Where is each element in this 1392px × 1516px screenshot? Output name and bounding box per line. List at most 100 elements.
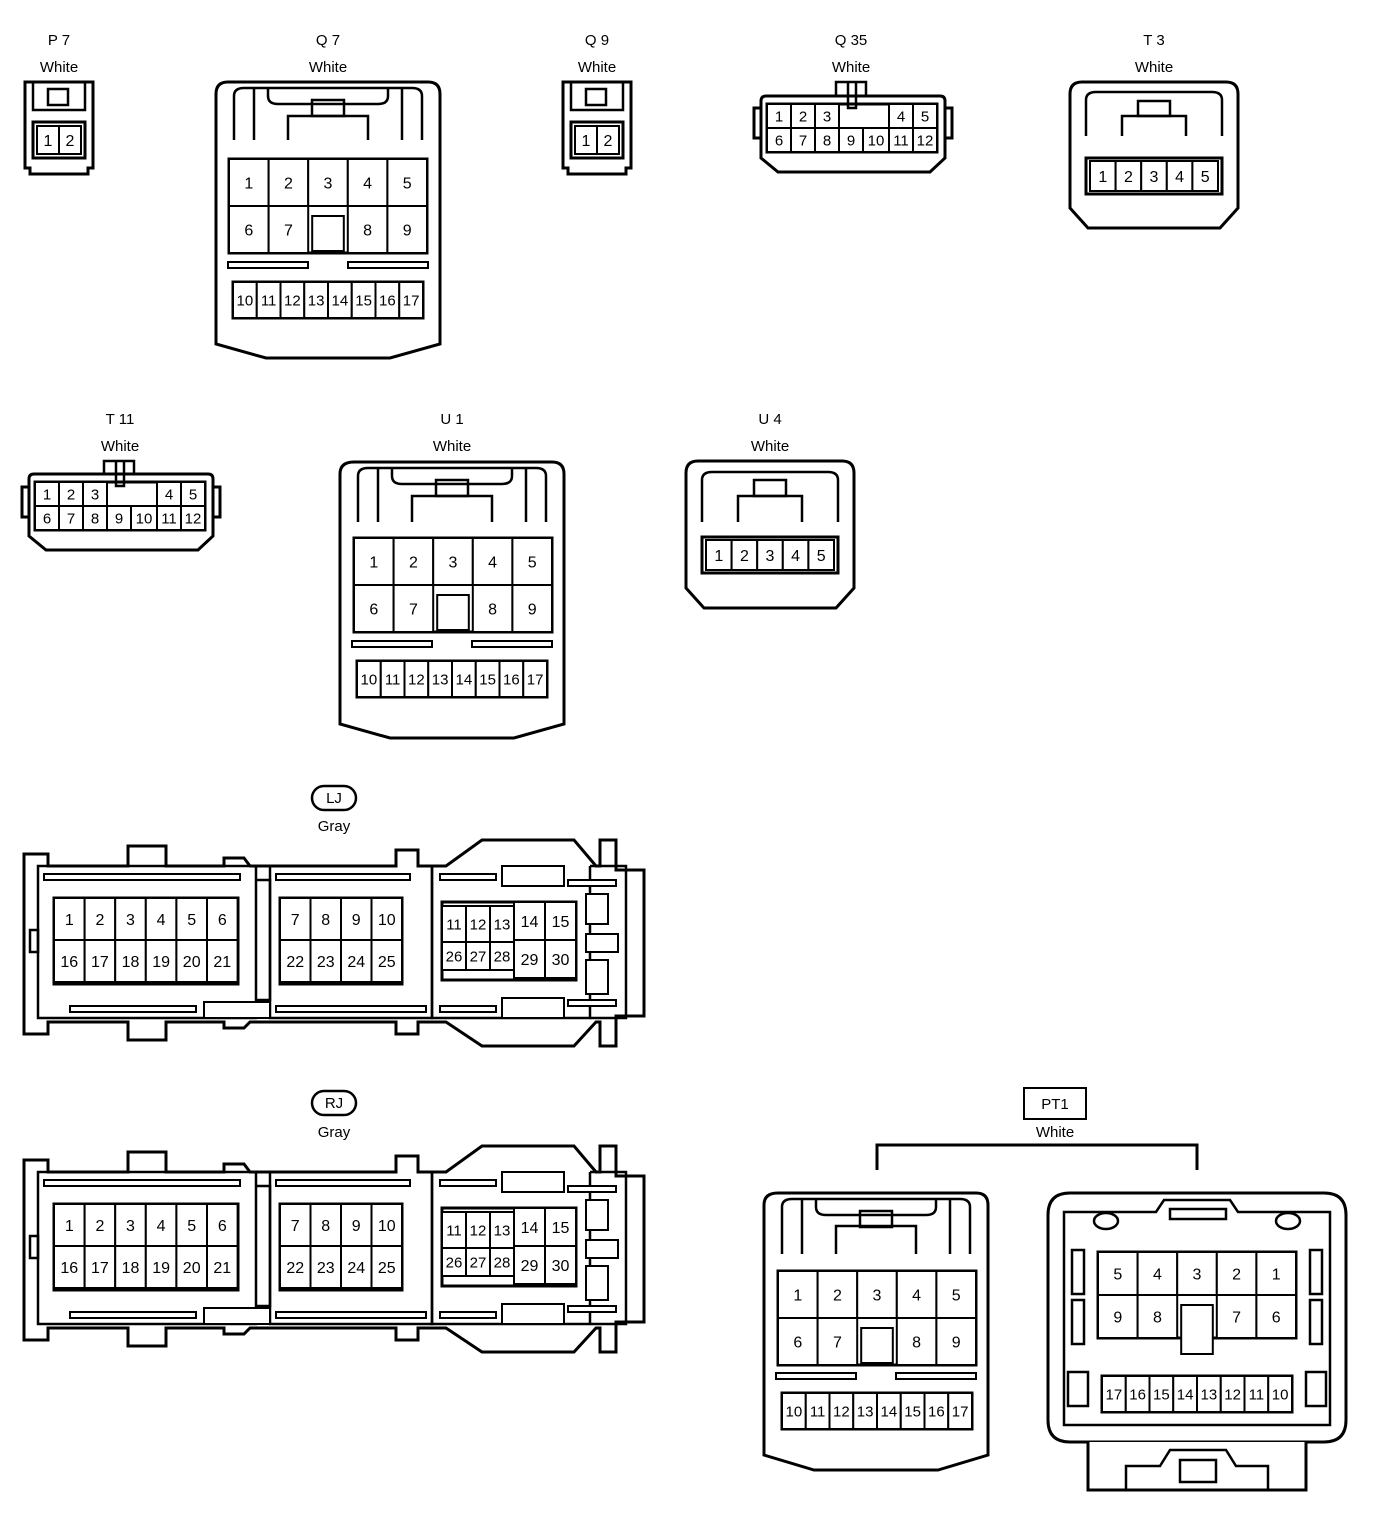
- pin-number: 25: [378, 1260, 396, 1277]
- pin-cavity: [386, 205, 428, 254]
- pin-number: 5: [189, 486, 197, 503]
- pin-number: 13: [857, 1403, 874, 1420]
- pin-cavity: [370, 1245, 403, 1289]
- pin-cavity: [53, 939, 86, 983]
- pin-number: 4: [1153, 1266, 1162, 1283]
- pin-cavity: [114, 1203, 147, 1247]
- pin-number: 3: [1193, 1266, 1202, 1283]
- pin-cavity: [370, 1203, 403, 1247]
- pin-number: 2: [95, 1218, 104, 1235]
- pin-number: 2: [284, 175, 293, 192]
- pin-number: 9: [352, 912, 361, 929]
- key-slot: [860, 1327, 894, 1364]
- connector-label-pill: [310, 784, 358, 812]
- pin-number: 6: [244, 222, 253, 239]
- pin-number: 24: [347, 1260, 365, 1277]
- pin-cavity: [353, 537, 395, 586]
- pin-number: 12: [408, 671, 425, 688]
- pin-number: 14: [521, 914, 539, 931]
- pin-cavity: [441, 941, 467, 971]
- pin-cavity: [814, 127, 840, 153]
- pin-number: 5: [1113, 1266, 1122, 1283]
- pin-number: 17: [527, 671, 544, 688]
- pair-bracket: [875, 1143, 1199, 1170]
- pin-number: 11: [261, 292, 277, 309]
- connector-color-label: White: [101, 438, 139, 455]
- pin-number: 16: [60, 1260, 78, 1277]
- pin-number: 3: [766, 548, 775, 565]
- pin-number: 4: [363, 175, 372, 192]
- pin-number: 9: [115, 510, 123, 527]
- pin-number: 18: [122, 954, 140, 971]
- pin-cavity: [935, 1317, 978, 1366]
- pin-number: 5: [187, 1218, 196, 1235]
- pin-cavity: [947, 1392, 973, 1430]
- pin-number: 15: [552, 914, 570, 931]
- pin-number: 9: [352, 1218, 361, 1235]
- pin-cavity: [346, 205, 389, 254]
- pin-cavity: [1255, 1294, 1298, 1339]
- pin-cavity: [206, 939, 239, 983]
- connector-color-label: White: [751, 438, 789, 455]
- pin-number: 14: [1177, 1386, 1194, 1403]
- pin-number: 15: [479, 671, 496, 688]
- pin-cavity: [544, 1207, 577, 1247]
- pin-number: 5: [817, 548, 826, 565]
- pin-number: 3: [126, 1218, 135, 1235]
- pin-number: 22: [286, 1260, 304, 1277]
- pin-number: 15: [1153, 1386, 1170, 1403]
- pin-number: 1: [44, 133, 53, 150]
- pin-number: 1: [793, 1287, 802, 1304]
- connector-color-label: White: [433, 438, 471, 455]
- connector-color-label: White: [309, 59, 347, 76]
- pin-cavity: [441, 1247, 467, 1277]
- connector-label: P 7: [48, 32, 70, 49]
- pin-number: 14: [521, 1220, 539, 1237]
- pin-cavity: [370, 939, 403, 983]
- pin-number: 13: [494, 1222, 511, 1239]
- pin-number: 24: [347, 954, 365, 971]
- pin-number: 1: [43, 486, 51, 503]
- pin-number: 8: [91, 510, 99, 527]
- pin-number: 7: [799, 132, 807, 149]
- connector-color-label: Gray: [318, 818, 351, 835]
- pin-number: 3: [823, 108, 831, 125]
- pin-number: 2: [740, 548, 749, 565]
- pin-cavity: [156, 505, 182, 531]
- pin-cavity: [340, 1245, 373, 1289]
- pin-cavity: [544, 1245, 577, 1285]
- pin-number: 2: [409, 554, 418, 571]
- pin-number: 21: [213, 1260, 231, 1277]
- pin-number: 23: [317, 1260, 335, 1277]
- pin-number: 6: [218, 1218, 227, 1235]
- pin-cavity: [1215, 1294, 1258, 1339]
- pin-number: 14: [332, 292, 349, 309]
- connector-color-label: White: [832, 59, 870, 76]
- pin-number: 7: [291, 912, 300, 929]
- pin-cavity: [522, 660, 548, 698]
- pin-number: 12: [833, 1403, 850, 1420]
- pin-number: 7: [284, 222, 293, 239]
- connector-label: LJ: [326, 790, 342, 807]
- connector-label: RJ: [325, 1095, 343, 1112]
- pin-cavity: [1267, 1375, 1293, 1413]
- pin-number: 15: [355, 292, 372, 309]
- pin-number: 9: [403, 222, 412, 239]
- pin-cavity: [432, 537, 474, 586]
- pin-number: 14: [456, 671, 473, 688]
- pin-number: 10: [237, 292, 254, 309]
- pin-number: 18: [122, 1260, 140, 1277]
- pin-number: 10: [1272, 1386, 1289, 1403]
- pin-cavity: [175, 1203, 208, 1247]
- pin-number: 2: [604, 133, 613, 150]
- pin-number: 29: [521, 952, 539, 969]
- pin-number: 1: [65, 912, 74, 929]
